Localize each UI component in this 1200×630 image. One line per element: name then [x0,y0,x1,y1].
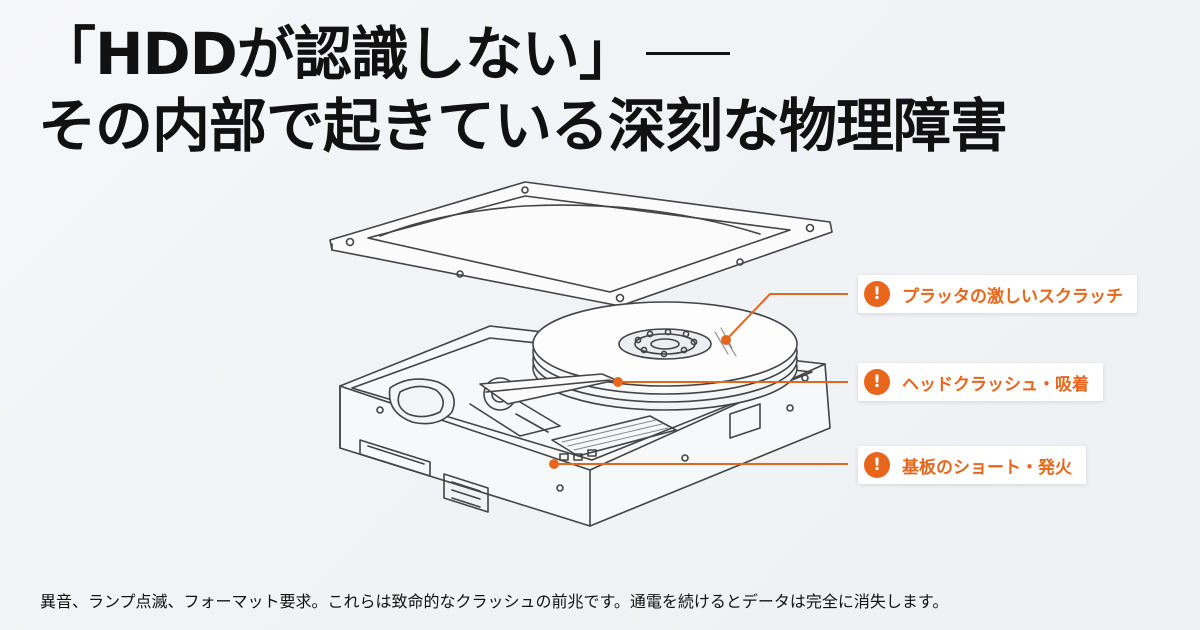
hdd-platter-stack [532,301,798,411]
hdd-top-cover [329,181,833,307]
callout-label: プラッタの激しいスクラッチ [902,286,1123,307]
headline: 「HDDが認識しない」 その内部で起きている深刻な物理障害 [38,18,1168,162]
callout-board-short: ! 基板のショート・発火 [858,446,1086,484]
headline-line-2: その内部で起きている深刻な物理障害 [38,92,1008,160]
callout-label: ヘッドクラッシュ・吸着 [902,374,1089,395]
callout-head-crash: ! ヘッドクラッシュ・吸着 [858,363,1103,401]
callout-platter-scratch: ! プラッタの激しいスクラッチ [858,275,1137,313]
callout-label: 基板のショート・発火 [902,457,1072,478]
headline-line-1: 「HDDが認識しない」 [38,18,1168,90]
exclamation-icon: ! [864,369,890,395]
hdd-circuit-area [550,415,677,468]
exclamation-icon: ! [864,452,890,478]
hdd-exploded-illustration [329,181,848,527]
hdd-actuator-arm [388,373,617,437]
caption: 異音、ランプ点滅、フォーマット要求。これらは致命的なクラッシュの前兆です。通電を… [40,592,949,611]
headline-line-1-text: 「HDDが認識しない」 [38,20,637,88]
headline-dash [645,52,730,56]
exclamation-icon: ! [864,281,890,307]
